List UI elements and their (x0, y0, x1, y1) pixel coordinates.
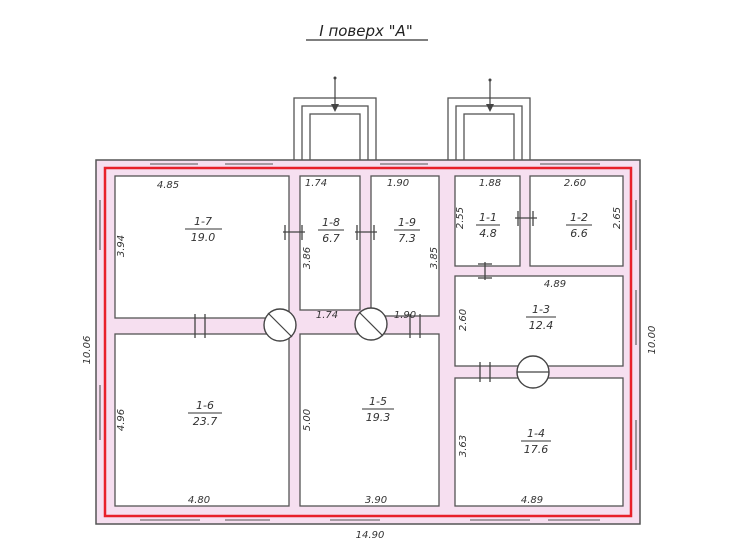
dim-1-8-side: 3.86 (302, 247, 313, 269)
dim-outer-right: 10.00 (647, 326, 658, 355)
dim-1-8-bottom: 1.74 (316, 310, 338, 321)
room-1-6-id: 1-6 (196, 399, 214, 412)
fraction-lines (185, 224, 592, 442)
room-1-4-area: 17.6 (524, 443, 549, 456)
dim-1-8-top: 1.74 (305, 178, 327, 189)
room-1-2-area: 6.6 (570, 227, 588, 240)
room-1-8-id: 1-8 (322, 216, 340, 229)
stove-1 (263, 308, 297, 342)
room-1-3 (454, 275, 624, 367)
dim-1-4-side: 3.63 (458, 435, 469, 457)
dim-1-6-bottom: 4.80 (188, 495, 210, 506)
room-1-9-id: 1-9 (398, 216, 416, 229)
dim-1-4-bottom: 4.89 (521, 495, 543, 506)
dim-1-7-top: 4.85 (157, 180, 179, 191)
room-1-7-id: 1-7 (194, 215, 212, 228)
dim-1-7-side: 3.94 (116, 235, 127, 257)
dim-1-2-side: 2.65 (612, 207, 623, 229)
room-1-8-area: 6.7 (322, 232, 340, 245)
room-1-5 (299, 333, 440, 507)
room-1-5-area: 19.3 (366, 411, 391, 424)
room-1-9-area: 7.3 (398, 232, 416, 245)
room-1-3-id: 1-3 (532, 303, 550, 316)
room-1-4 (454, 377, 624, 507)
vent-stack-right (447, 78, 531, 163)
dim-outer-left: 10.06 (82, 336, 93, 365)
dim-1-2-top: 2.60 (564, 178, 586, 189)
dim-1-5-bottom: 3.90 (365, 495, 387, 506)
stove-2 (354, 307, 388, 341)
dim-1-3-top: 4.89 (544, 279, 566, 290)
room-1-7-area: 19.0 (191, 231, 216, 244)
room-1-1-area: 4.8 (479, 227, 497, 240)
room-1-6-area: 23.7 (193, 415, 218, 428)
room-1-1-id: 1-1 (479, 211, 497, 224)
room-1-6 (114, 333, 290, 507)
plan-title: I поверх "А" (319, 22, 412, 40)
room-1-2 (529, 175, 624, 267)
door-marks (194, 211, 537, 382)
dim-1-5-side: 5.00 (302, 409, 313, 431)
room-1-5-id: 1-5 (369, 395, 387, 408)
room-1-8 (299, 175, 361, 311)
room-1-3-area: 12.4 (529, 319, 554, 332)
room-1-2-id: 1-2 (570, 211, 588, 224)
room-1-9 (370, 175, 440, 317)
dim-1-1-top: 1.88 (479, 178, 501, 189)
stove-3 (516, 355, 550, 389)
room-1-1 (454, 175, 521, 267)
vent-stack-left (293, 76, 377, 163)
room-1-4-id: 1-4 (527, 427, 545, 440)
windows (99, 163, 637, 521)
red-contour (103, 166, 633, 518)
room-1-7 (114, 175, 290, 319)
dim-1-9-side: 3.85 (429, 247, 440, 269)
dim-1-6-side: 4.96 (116, 409, 127, 431)
dim-1-9-top: 1.90 (387, 178, 409, 189)
dim-1-3-side: 2.60 (458, 309, 469, 331)
dim-1-1-side: 2.55 (455, 207, 466, 229)
dim-outer-bottom: 14.90 (356, 530, 385, 541)
dim-1-9-bottom: 1.90 (394, 310, 416, 321)
